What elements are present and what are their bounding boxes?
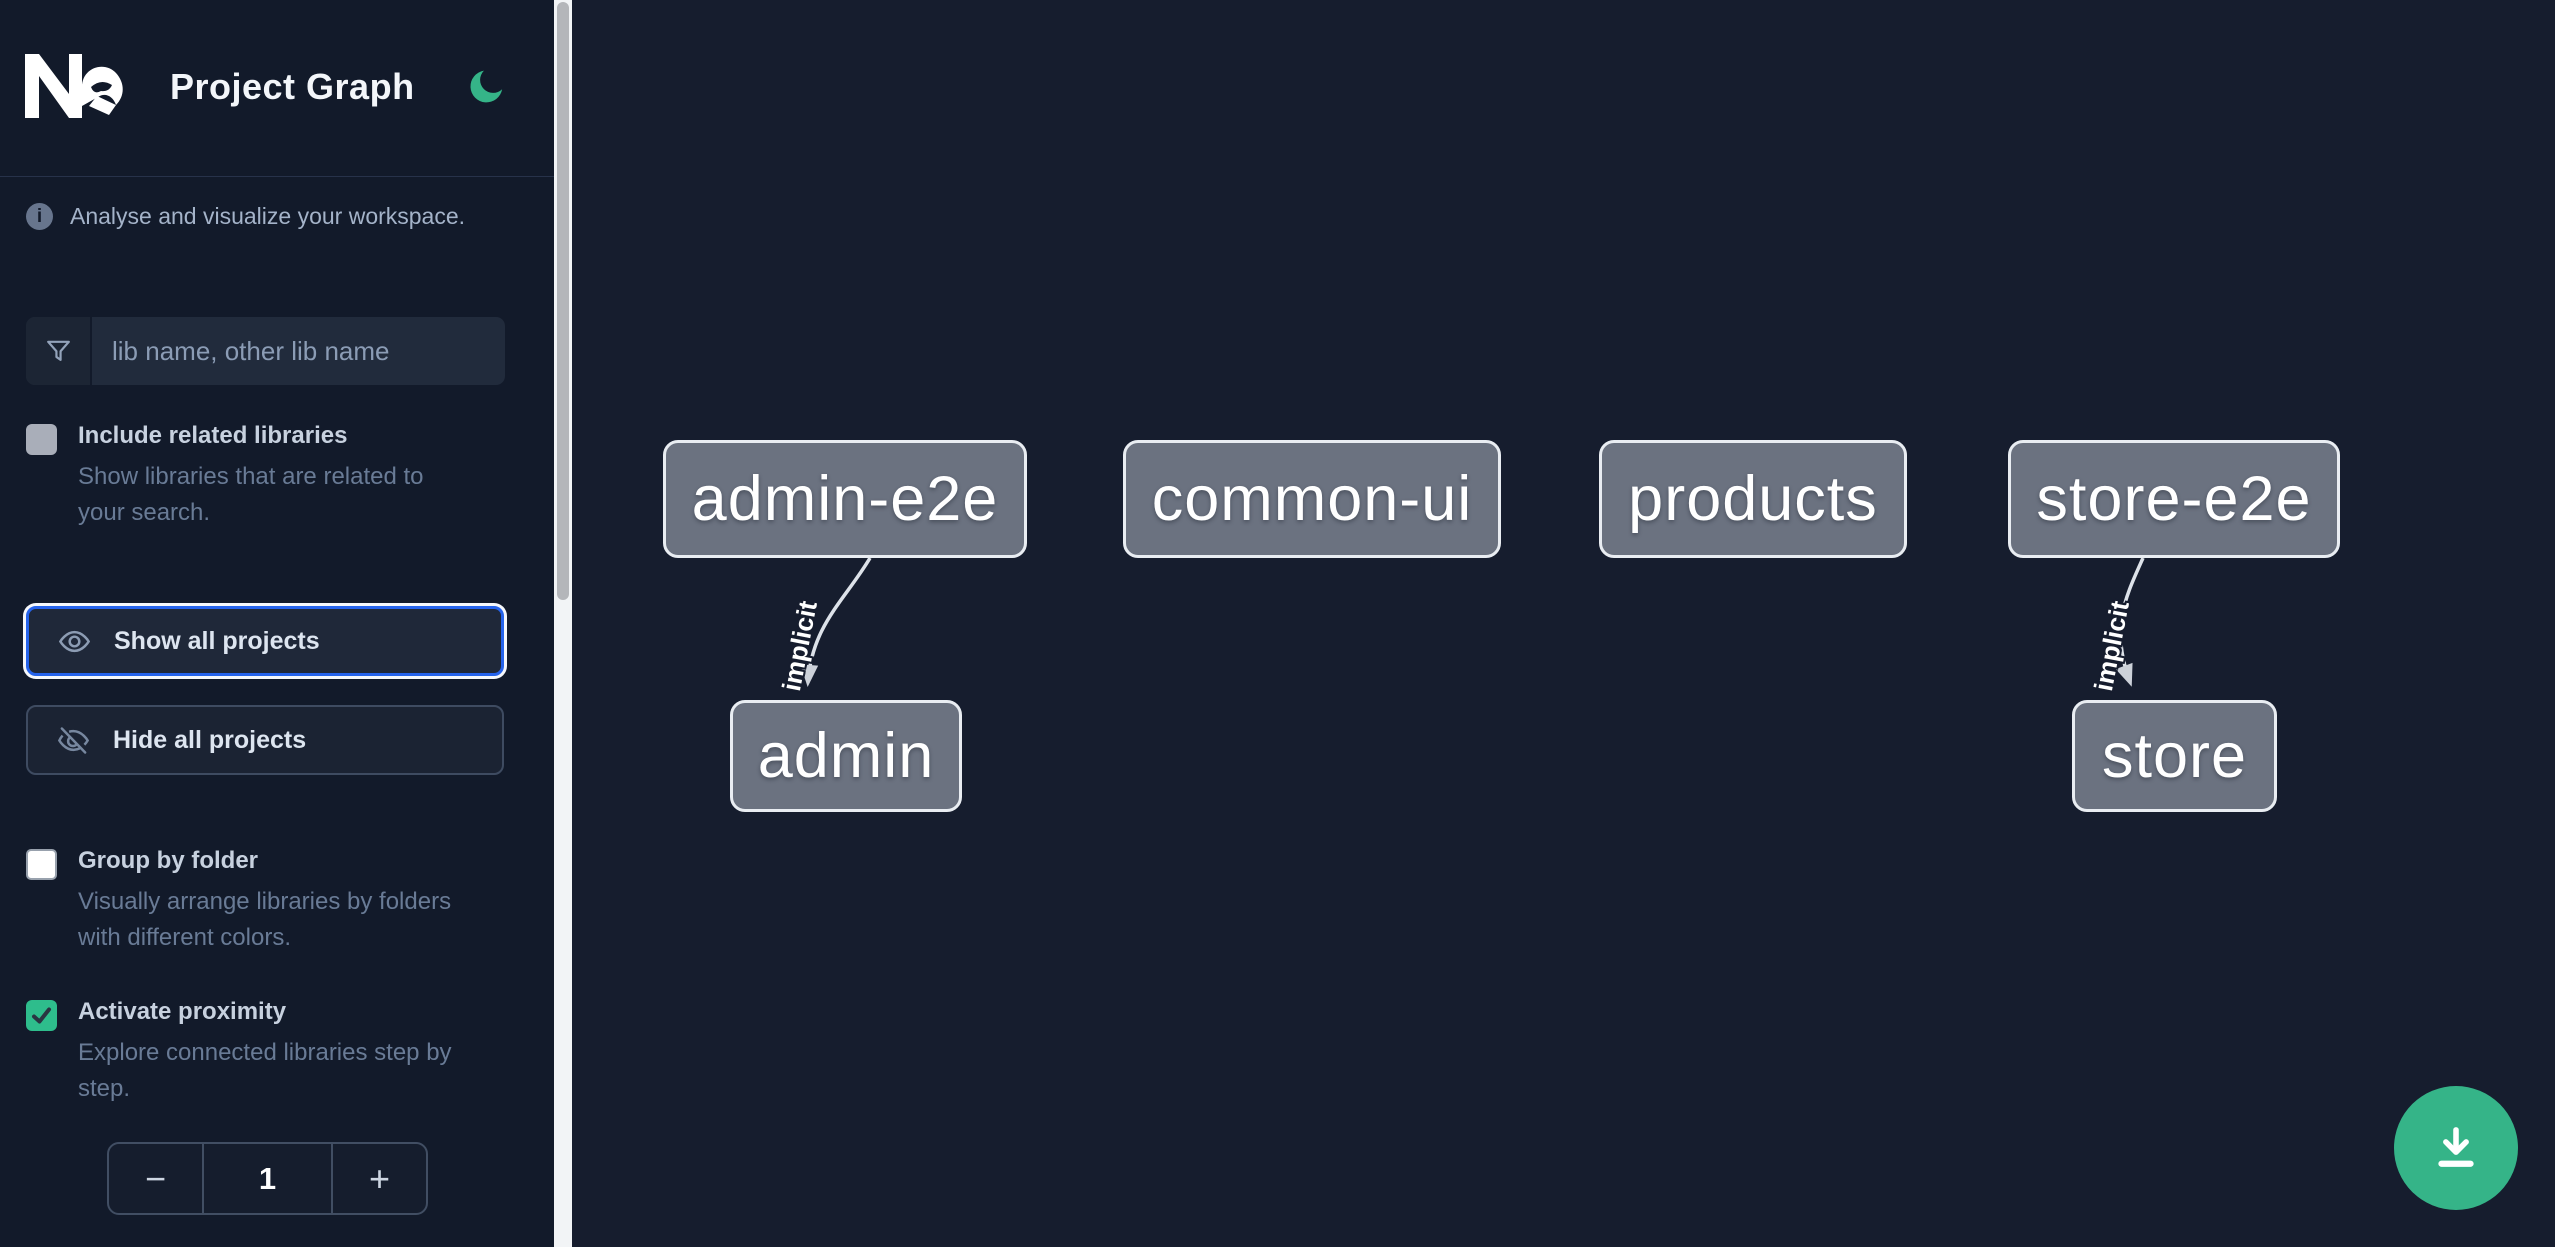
show-all-projects-button[interactable]: Show all projects (26, 606, 504, 676)
project-node-store-e2e[interactable]: store-e2e (2008, 440, 2340, 558)
workspace-tagline: Analyse and visualize your workspace. (70, 203, 466, 229)
option-description: Show libraries that are related to your … (78, 463, 424, 526)
activate-proximity-checkbox[interactable] (26, 1000, 57, 1031)
option-group-by-folder: Group by folder Visually arrange librari… (26, 846, 512, 956)
edge-store-e2e-store[interactable] (2115, 557, 2145, 687)
option-description: Visually arrange libraries by folders wi… (78, 888, 452, 951)
option-description: Explore connected libraries step by step… (78, 1039, 452, 1102)
download-graph-button[interactable] (2394, 1086, 2518, 1210)
download-icon (2438, 1127, 2474, 1167)
page-title: Project Graph (170, 66, 415, 107)
funnel-icon (26, 317, 92, 385)
filter-input[interactable] (92, 317, 505, 385)
project-node-admin[interactable]: admin (730, 700, 962, 812)
option-label: Activate proximity (78, 998, 287, 1025)
option-activate-proximity: Activate proximity Explore connected lib… (26, 997, 512, 1107)
include-related-libraries-checkbox[interactable] (26, 424, 57, 455)
project-node-store[interactable]: store (2072, 700, 2277, 812)
proximity-depth-value: 1 (202, 1144, 333, 1213)
sidebar-scrollbar-track[interactable] (554, 0, 572, 1247)
moon-icon (470, 70, 503, 102)
nx-logo-icon (25, 54, 123, 118)
decrement-button[interactable]: − (109, 1144, 202, 1213)
eye-icon (58, 630, 91, 652)
option-label: Group by folder (78, 847, 258, 874)
sidebar: Project Graph i Analyse and visualize yo… (0, 0, 554, 1247)
option-label: Include related libraries (78, 422, 348, 449)
proximity-depth-stepper: − 1 + (107, 1142, 428, 1215)
sidebar-scrollbar-thumb[interactable] (557, 2, 569, 600)
group-by-folder-checkbox[interactable] (26, 849, 57, 880)
project-node-admin-e2e[interactable]: admin-e2e (663, 440, 1027, 558)
project-node-common-ui[interactable]: common-ui (1123, 440, 1501, 558)
dependency-edges-layer (800, 557, 2145, 687)
hide-all-projects-button[interactable]: Hide all projects (26, 705, 504, 775)
project-node-products[interactable]: products (1599, 440, 1907, 558)
sidebar-header: Project Graph (0, 0, 554, 177)
eye-slash-icon (57, 726, 90, 754)
theme-toggle-button[interactable] (460, 62, 512, 114)
edge-admin-e2e-admin[interactable] (800, 557, 872, 687)
show-all-projects-label: Show all projects (114, 626, 320, 655)
info-icon: i (26, 203, 53, 230)
checkmark-icon (32, 1007, 51, 1024)
hide-all-projects-label: Hide all projects (113, 725, 307, 754)
increment-button[interactable]: + (333, 1144, 426, 1213)
filter-box (26, 317, 505, 385)
project-graph-canvas[interactable]: implicit implicit admin-e2e common-ui pr… (572, 0, 2555, 1247)
option-include-related-libraries: Include related libraries Show libraries… (26, 421, 512, 531)
workspace-tagline-row: i Analyse and visualize your workspace. (26, 202, 516, 232)
